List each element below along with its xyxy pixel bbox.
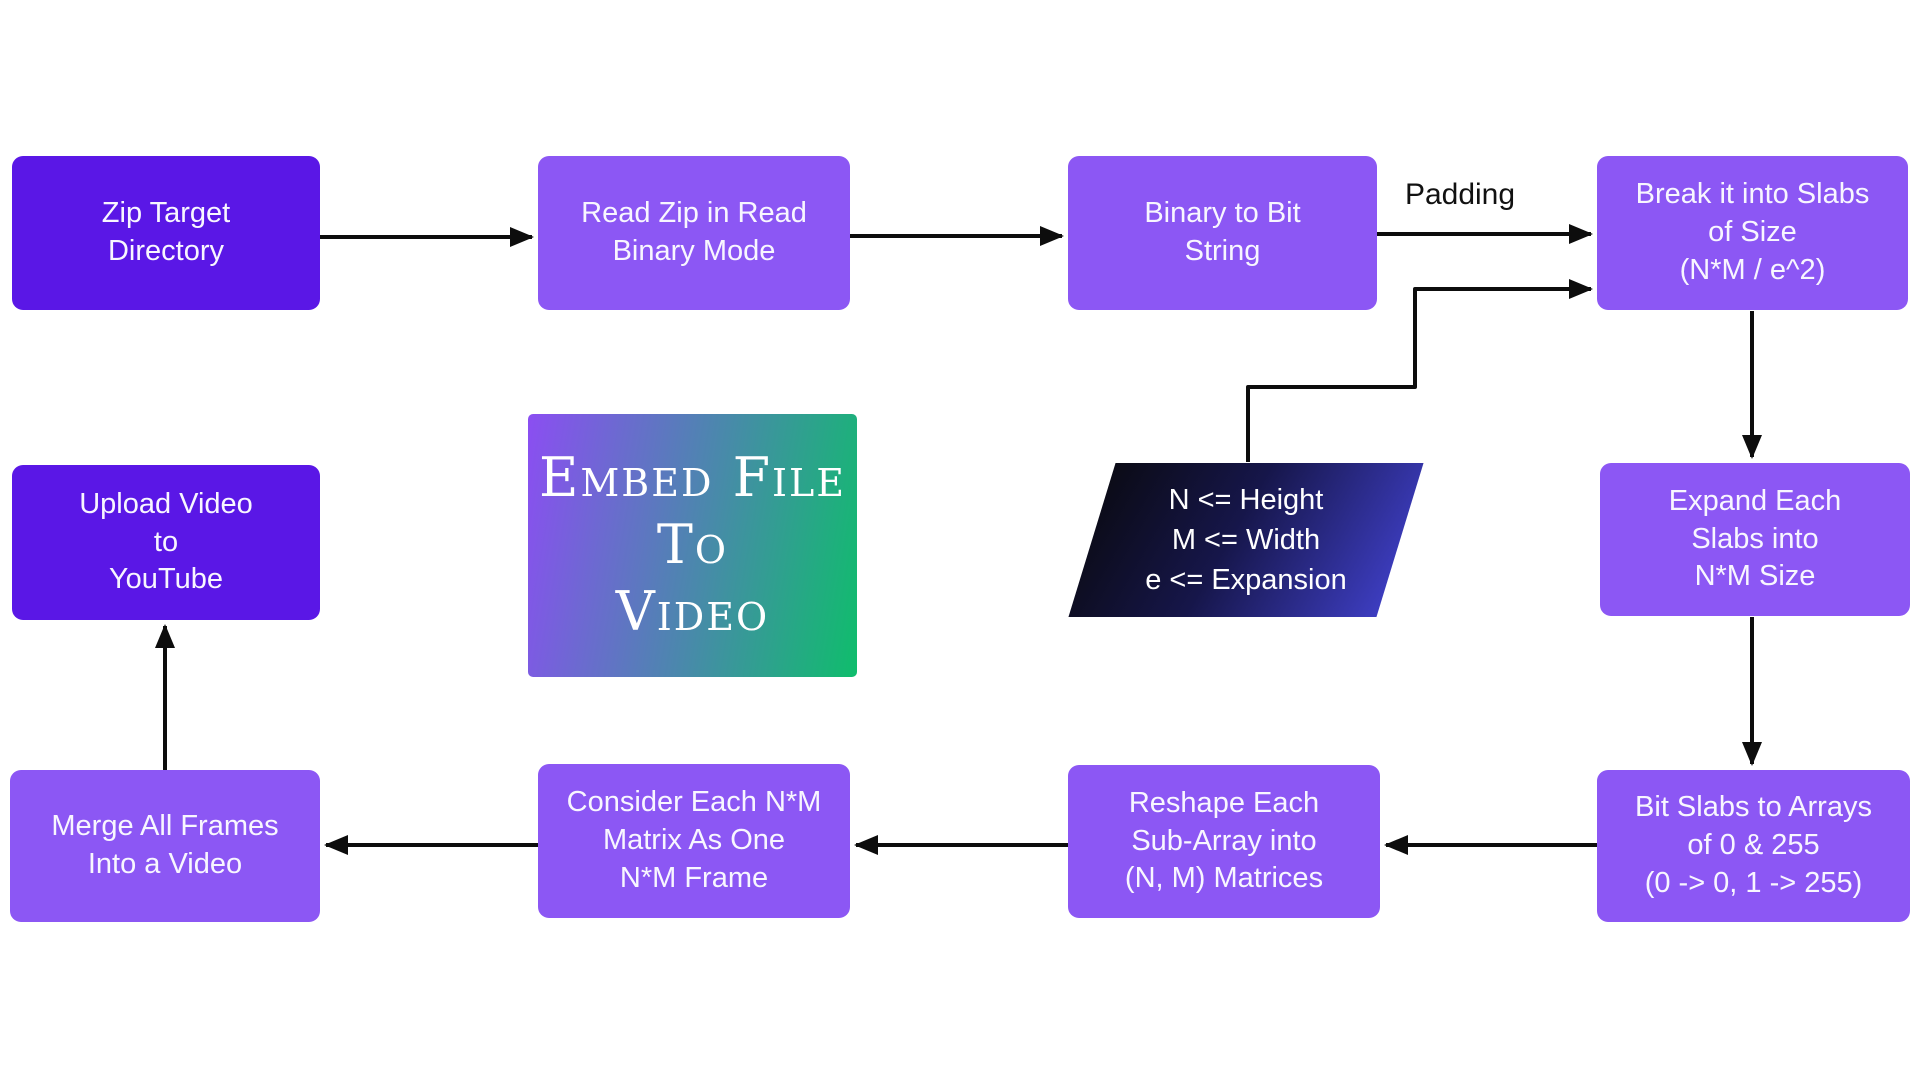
node-label: Reshape Each Sub-Array into (N, M) Matri… (1124, 786, 1324, 895)
diagram-title: Embed File To Video (538, 446, 847, 643)
node-label: Binary to Bit String (1144, 197, 1301, 267)
node-upload-video-youtube: Upload Video to YouTube (12, 465, 320, 620)
node-zip-target-directory: Zip Target Directory (12, 156, 320, 431)
node-merge-all-frames: Merge All Frames Into a Video (10, 770, 320, 922)
node-label: Read Zip in Read Binary Mode (581, 197, 807, 267)
node-reshape-subarray: Reshape Each Sub-Array into (N, M) Matri… (1068, 765, 1380, 918)
node-label: Break it into Slabs of Size (N*M / e^2) (1635, 178, 1870, 286)
node-label: N <= Height M <= Width e <= Expansion (1145, 483, 1347, 596)
node-consider-each-matrix: Consider Each N*M Matrix As One N*M Fram… (538, 764, 850, 918)
node-read-zip-binary-mode: Read Zip in Read Binary Mode (538, 156, 850, 310)
node-label: Consider Each N*M Matrix As One N*M Fram… (566, 786, 822, 894)
node-label: Zip Target Directory (101, 197, 231, 267)
edge-label-padding: Padding (1404, 178, 1516, 211)
node-label: Bit Slabs to Arrays of 0 & 255 (0 -> 0, … (1635, 791, 1872, 899)
node-break-into-slabs: Break it into Slabs of Size (N*M / e^2) (1597, 156, 1908, 310)
node-parameters: N <= Height M <= Width e <= Expansion (1092, 463, 1400, 617)
node-expand-each-slab: Expand Each Slabs into N*M Size (1600, 463, 1910, 616)
fine-print-watermark (148, 428, 208, 431)
node-binary-to-bit-string: Binary to Bit String (1068, 156, 1377, 310)
node-label: Merge All Frames Into a Video (51, 810, 279, 880)
node-label: Expand Each Slabs into N*M Size (1668, 484, 1842, 593)
node-bit-slabs-to-arrays: Bit Slabs to Arrays of 0 & 255 (0 -> 0, … (1597, 770, 1910, 922)
diagram-title-box: Embed File To Video (528, 414, 857, 677)
arrow-params-to-break (1246, 279, 1593, 462)
node-label: Upload Video to YouTube (79, 487, 253, 596)
